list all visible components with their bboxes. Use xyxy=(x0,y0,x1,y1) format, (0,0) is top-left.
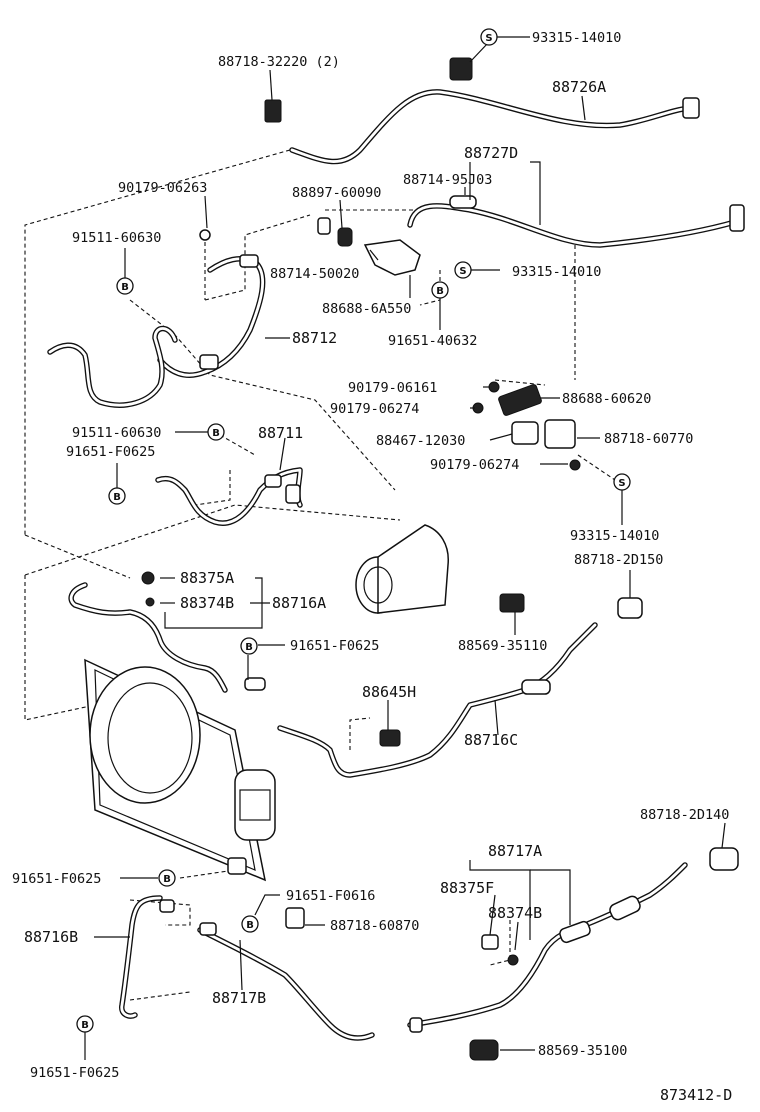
b-marker-5: B xyxy=(240,637,258,655)
b-marker-3: B xyxy=(207,423,225,441)
s-marker-low: S xyxy=(613,473,631,491)
label-91511-60630-a: 91511-60630 xyxy=(72,230,161,246)
label-88717b: 88717B xyxy=(212,989,266,1007)
pipe-88716c xyxy=(277,622,598,778)
label-91511-60630-b: 91511-60630 xyxy=(72,425,161,441)
label-88727d: 88727D xyxy=(464,144,518,162)
label-91651-f0625-a: 91651-F0625 xyxy=(66,444,155,460)
svg-text:B: B xyxy=(245,642,253,653)
svg-text:B: B xyxy=(121,282,129,293)
label-91651-f0625-b: 91651-F0625 xyxy=(290,638,379,654)
label-88645h: 88645H xyxy=(362,683,416,701)
svg-text:B: B xyxy=(81,1020,89,1031)
label-88374b-a: 88374B xyxy=(180,594,234,612)
b-marker-1: B xyxy=(116,277,134,295)
pipe-88727d xyxy=(407,195,745,248)
b-marker-4: B xyxy=(108,487,126,505)
diagram-id: 873412-D xyxy=(660,1086,732,1104)
label-93315-14010-top: 93315-14010 xyxy=(532,30,621,46)
pipe-88711 xyxy=(155,467,303,526)
label-88718-2d150: 88718-2D150 xyxy=(574,552,663,568)
label-88718-2d140: 88718-2D140 xyxy=(640,807,729,823)
pipe-88716a xyxy=(68,582,266,693)
b-marker-7: B xyxy=(241,915,259,933)
label-88718-32220: 88718-32220 (2) xyxy=(218,54,340,70)
small-parts xyxy=(141,57,739,1061)
label-90179-06274-a: 90179-06274 xyxy=(330,401,419,417)
label-88374b-b: 88374B xyxy=(488,904,542,922)
svg-text:S: S xyxy=(485,33,492,44)
b-marker-8: B xyxy=(76,1015,94,1033)
svg-text:B: B xyxy=(436,286,444,297)
label-88569-35110: 88569-35110 xyxy=(458,638,547,654)
dashed-connector-lines xyxy=(24,149,616,1001)
b-marker-2: B xyxy=(431,281,449,299)
label-88718-60870: 88718-60870 xyxy=(330,918,419,934)
label-88711: 88711 xyxy=(258,424,303,442)
label-88569-35100: 88569-35100 xyxy=(538,1043,627,1059)
pipe-88717b xyxy=(197,922,375,1041)
label-93315-14010-mid: 93315-14010 xyxy=(512,264,601,280)
svg-text:B: B xyxy=(163,874,171,885)
label-88688-6a550: 88688-6A550 xyxy=(322,301,411,317)
label-88726a: 88726A xyxy=(552,78,606,96)
label-91651-f0625-c: 91651-F0625 xyxy=(12,871,101,887)
label-88717a: 88717A xyxy=(488,842,542,860)
label-88375f: 88375F xyxy=(440,879,494,897)
label-90179-06161: 90179-06161 xyxy=(348,380,437,396)
label-88897-60090: 88897-60090 xyxy=(292,185,381,201)
label-88716a: 88716A xyxy=(272,594,326,612)
condenser-assembly xyxy=(84,658,276,882)
svg-text:S: S xyxy=(459,266,466,277)
label-88375a: 88375A xyxy=(180,569,234,587)
leader-lines xyxy=(84,36,726,1060)
label-88714-50020: 88714-50020 xyxy=(270,266,359,282)
svg-text:B: B xyxy=(212,428,220,439)
pipe-88726a xyxy=(289,89,700,165)
svg-text:S: S xyxy=(618,478,625,489)
label-88467-12030: 88467-12030 xyxy=(376,433,465,449)
label-91651-f0616: 91651-F0616 xyxy=(286,888,375,904)
b-marker-6: B xyxy=(158,869,176,887)
label-91651-40632: 91651-40632 xyxy=(388,333,477,349)
label-88712: 88712 xyxy=(292,329,337,347)
s-marker-top: S xyxy=(480,28,498,46)
label-90179-06263: 90179-06263 xyxy=(118,180,207,196)
pipe-88712 xyxy=(47,254,266,408)
label-88714-95j03: 88714-95J03 xyxy=(403,172,492,188)
label-90179-06274-b: 90179-06274 xyxy=(430,457,519,473)
label-93315-14010-low: 93315-14010 xyxy=(570,528,659,544)
label-88716b: 88716B xyxy=(24,928,78,946)
label-91651-f0625-d: 91651-F0625 xyxy=(30,1065,119,1081)
svg-text:B: B xyxy=(246,920,254,931)
pipe-88717a xyxy=(407,862,688,1028)
compressor xyxy=(355,524,449,614)
label-88718-60770: 88718-60770 xyxy=(604,431,693,447)
pipe-88716b xyxy=(119,895,175,1019)
svg-text:B: B xyxy=(113,492,121,503)
label-88716c: 88716C xyxy=(464,731,518,749)
s-marker-mid: S xyxy=(454,261,472,279)
label-88688-60620: 88688-60620 xyxy=(562,391,651,407)
part-labels: 93315-14010 88718-32220 (2) 88726A 88727… xyxy=(12,30,732,1104)
